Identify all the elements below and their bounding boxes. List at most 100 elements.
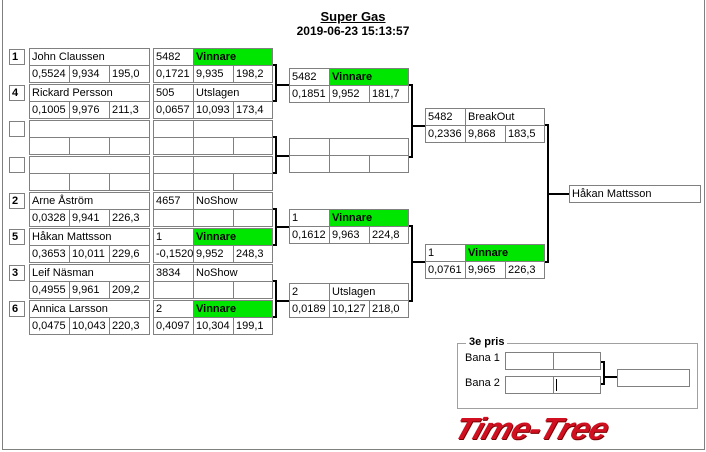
round2-result-reaction-time[interactable]: 0,0189 bbox=[289, 300, 330, 318]
round1-result-reaction-time[interactable] bbox=[153, 209, 194, 227]
round1-result-speed[interactable]: 199,1 bbox=[233, 317, 273, 335]
round1-result-speed[interactable] bbox=[233, 173, 273, 191]
round1-result-status[interactable]: NoShow bbox=[193, 192, 273, 210]
round3-result-id[interactable]: 5482 bbox=[425, 108, 466, 126]
round1-result-elapsed-time[interactable] bbox=[193, 209, 234, 227]
lane2-field-a[interactable] bbox=[505, 376, 554, 394]
round2-result-elapsed-time[interactable]: 9,952 bbox=[329, 85, 370, 103]
racer-reaction-time[interactable]: 0,3653 bbox=[29, 245, 70, 263]
lane2-field-b[interactable] bbox=[553, 376, 601, 394]
round2-result-id[interactable]: 1 bbox=[289, 209, 330, 227]
racer-reaction-time[interactable]: 0,4955 bbox=[29, 281, 70, 299]
racer-name[interactable]: Rickard Persson bbox=[29, 84, 150, 102]
round2-result-speed[interactable]: 224,8 bbox=[369, 226, 409, 244]
round1-result-speed[interactable] bbox=[233, 209, 273, 227]
racer-elapsed-time[interactable]: 9,961 bbox=[69, 281, 110, 299]
round1-result-speed[interactable] bbox=[233, 281, 273, 299]
racer-name[interactable]: Annica Larsson bbox=[29, 300, 150, 318]
round1-result-elapsed-time[interactable]: 10,304 bbox=[193, 317, 234, 335]
racer-speed[interactable] bbox=[109, 173, 150, 191]
round3-result-status[interactable]: BreakOut bbox=[465, 108, 545, 126]
round2-result-speed[interactable]: 181,7 bbox=[369, 85, 409, 103]
round3-result-status[interactable]: Vinnare bbox=[465, 244, 545, 262]
racer-speed[interactable]: 229,6 bbox=[109, 245, 150, 263]
racer-elapsed-time[interactable] bbox=[69, 173, 110, 191]
seed-number[interactable]: 1 bbox=[9, 49, 25, 65]
round3-result-reaction-time[interactable]: 0,0761 bbox=[425, 261, 466, 279]
round2-result-speed[interactable] bbox=[369, 155, 409, 173]
seed-number[interactable]: 6 bbox=[9, 301, 25, 317]
round1-result-id[interactable]: 5482 bbox=[153, 48, 194, 66]
racer-reaction-time[interactable]: 0,1005 bbox=[29, 101, 70, 119]
round1-result-reaction-time[interactable] bbox=[153, 137, 194, 155]
round2-result-reaction-time[interactable]: 0,1612 bbox=[289, 226, 330, 244]
racer-speed[interactable]: 209,2 bbox=[109, 281, 150, 299]
round1-result-id[interactable]: 505 bbox=[153, 84, 194, 102]
round1-result-id[interactable]: 2 bbox=[153, 300, 194, 318]
round1-result-speed[interactable]: 248,3 bbox=[233, 245, 273, 263]
round3-result-elapsed-time[interactable]: 9,965 bbox=[465, 261, 506, 279]
round1-result-elapsed-time[interactable] bbox=[193, 173, 234, 191]
lane1-field-a[interactable] bbox=[505, 352, 554, 370]
round3-result-id[interactable]: 1 bbox=[425, 244, 466, 262]
round1-result-elapsed-time[interactable] bbox=[193, 137, 234, 155]
round1-result-reaction-time[interactable]: 0,4097 bbox=[153, 317, 194, 335]
round1-result-elapsed-time[interactable] bbox=[193, 281, 234, 299]
racer-reaction-time[interactable]: 0,0328 bbox=[29, 209, 70, 227]
round2-result-reaction-time[interactable] bbox=[289, 155, 330, 173]
round3-result-speed[interactable]: 226,3 bbox=[505, 261, 545, 279]
seed-number[interactable] bbox=[9, 121, 25, 137]
racer-name[interactable]: Leif Näsman bbox=[29, 264, 150, 282]
racer-name[interactable] bbox=[29, 156, 150, 174]
round3-result-elapsed-time[interactable]: 9,868 bbox=[465, 125, 506, 143]
round2-result-elapsed-time[interactable] bbox=[329, 155, 370, 173]
round1-result-elapsed-time[interactable]: 9,952 bbox=[193, 245, 234, 263]
round1-result-elapsed-time[interactable]: 10,093 bbox=[193, 101, 234, 119]
round2-result-speed[interactable]: 218,0 bbox=[369, 300, 409, 318]
seed-number[interactable]: 3 bbox=[9, 265, 25, 281]
racer-speed[interactable]: 220,3 bbox=[109, 317, 150, 335]
racer-reaction-time[interactable]: 0,0475 bbox=[29, 317, 70, 335]
round1-result-reaction-time[interactable]: 0,1721 bbox=[153, 65, 194, 83]
racer-speed[interactable]: 211,3 bbox=[109, 101, 150, 119]
round2-result-status[interactable]: Utslagen bbox=[329, 283, 409, 301]
round2-result-status[interactable]: Vinnare bbox=[329, 209, 409, 227]
round3-result-reaction-time[interactable]: 0,2336 bbox=[425, 125, 466, 143]
round1-result-reaction-time[interactable]: 0,0657 bbox=[153, 101, 194, 119]
round1-result-status[interactable] bbox=[193, 156, 273, 174]
round3-result-speed[interactable]: 183,5 bbox=[505, 125, 545, 143]
racer-reaction-time[interactable]: 0,5524 bbox=[29, 65, 70, 83]
round1-result-id[interactable] bbox=[153, 120, 194, 138]
champion-name[interactable]: Håkan Mattsson bbox=[569, 185, 701, 203]
round1-result-speed[interactable]: 198,2 bbox=[233, 65, 273, 83]
round2-result-status[interactable] bbox=[329, 138, 409, 156]
racer-elapsed-time[interactable]: 9,976 bbox=[69, 101, 110, 119]
round1-result-status[interactable] bbox=[193, 120, 273, 138]
racer-name[interactable] bbox=[29, 120, 150, 138]
round2-result-id[interactable]: 2 bbox=[289, 283, 330, 301]
racer-elapsed-time[interactable]: 9,934 bbox=[69, 65, 110, 83]
round2-result-status[interactable]: Vinnare bbox=[329, 68, 409, 86]
round1-result-status[interactable]: Vinnare bbox=[193, 228, 273, 246]
racer-elapsed-time[interactable]: 10,011 bbox=[69, 245, 110, 263]
racer-name[interactable]: Håkan Mattsson bbox=[29, 228, 150, 246]
racer-elapsed-time[interactable]: 10,043 bbox=[69, 317, 110, 335]
seed-number[interactable]: 5 bbox=[9, 229, 25, 245]
round2-result-reaction-time[interactable]: 0,1851 bbox=[289, 85, 330, 103]
seed-number[interactable] bbox=[9, 157, 25, 173]
racer-speed[interactable] bbox=[109, 137, 150, 155]
racer-elapsed-time[interactable] bbox=[69, 137, 110, 155]
round2-result-elapsed-time[interactable]: 9,963 bbox=[329, 226, 370, 244]
third-prize-winner[interactable] bbox=[617, 369, 690, 387]
round1-result-id[interactable] bbox=[153, 156, 194, 174]
round2-result-id[interactable] bbox=[289, 138, 330, 156]
racer-elapsed-time[interactable]: 9,941 bbox=[69, 209, 110, 227]
seed-number[interactable]: 2 bbox=[9, 193, 25, 209]
racer-name[interactable]: Arne Åström bbox=[29, 192, 150, 210]
racer-name[interactable]: John Claussen bbox=[29, 48, 150, 66]
round1-result-status[interactable]: Vinnare bbox=[193, 48, 273, 66]
round1-result-speed[interactable] bbox=[233, 137, 273, 155]
racer-reaction-time[interactable] bbox=[29, 173, 70, 191]
round1-result-speed[interactable]: 173,4 bbox=[233, 101, 273, 119]
round2-result-elapsed-time[interactable]: 10,127 bbox=[329, 300, 370, 318]
